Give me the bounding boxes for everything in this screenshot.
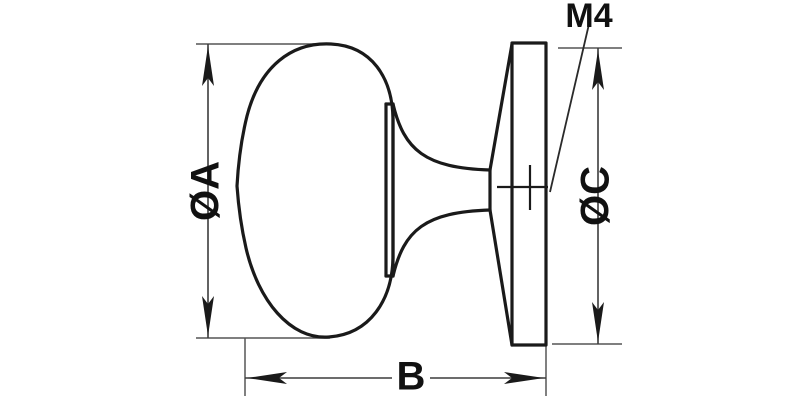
dimension-b: B — [245, 355, 546, 399]
dimension-diameter-c: ØC — [574, 48, 618, 344]
flange-flare-bottom — [488, 208, 514, 347]
dimension-label-m4: M4 — [565, 0, 612, 35]
arrow-head-c-bottom — [592, 302, 604, 342]
arrow-head-a-bottom — [202, 296, 214, 336]
knob-part-geometry — [235, 41, 548, 347]
dimension-label-diameter-a: ØA — [184, 161, 228, 221]
extension-lines — [196, 43, 622, 396]
neck-upper-curve — [391, 102, 492, 172]
flange-flare-top — [488, 42, 514, 172]
dimension-label-b: B — [397, 355, 426, 399]
callout-thread-m4: M4 — [549, 0, 613, 193]
dimension-label-diameter-c: ØC — [574, 166, 618, 226]
arrow-head-c-top — [592, 50, 604, 90]
arrow-head-b-left — [247, 372, 287, 384]
arrow-head-a-top — [202, 46, 214, 86]
leader-line-m4 — [549, 23, 590, 193]
neck-lower-curve — [391, 208, 492, 278]
knob-head-outline — [235, 42, 395, 339]
arrow-head-b-right — [504, 372, 544, 384]
dimension-diameter-a: ØA — [184, 44, 228, 338]
